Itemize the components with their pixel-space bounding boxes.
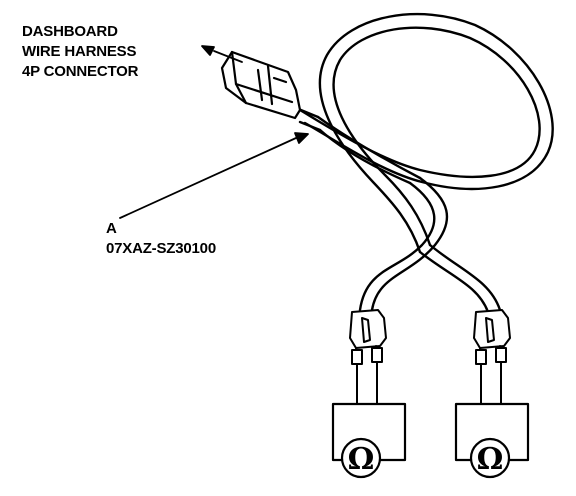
- tool-arrow: [119, 132, 309, 219]
- right-ohmmeter-dial: [469, 437, 511, 479]
- right-lead: [418, 243, 502, 314]
- connector-body: [220, 50, 302, 120]
- left-ohm-symbol: Ω: [348, 442, 375, 477]
- right-meter-leads: [480, 373, 502, 405]
- right-probe-clip: [473, 309, 511, 377]
- tool-label-part-number: 07XAZ-SZ30100: [106, 240, 216, 257]
- left-lead: [358, 176, 449, 312]
- connector-label-line3: 4P CONNECTOR: [22, 63, 139, 80]
- left-meter-leads: [356, 373, 378, 405]
- cable-loop: [298, 12, 554, 254]
- connector-label-line2: WIRE HARNESS: [22, 43, 137, 60]
- left-probe-clip: [349, 309, 387, 377]
- tool-label: A 07XAZ-SZ30100: [106, 219, 216, 259]
- connector-arrow: [201, 45, 243, 63]
- connector-label: DASHBOARD WIRE HARNESS 4P CONNECTOR: [22, 22, 138, 82]
- connector-label-line1: DASHBOARD: [22, 23, 118, 40]
- right-ohm-symbol: Ω: [477, 442, 504, 477]
- tool-label-letter: A: [106, 220, 117, 237]
- left-ohmmeter-dial: [340, 437, 382, 479]
